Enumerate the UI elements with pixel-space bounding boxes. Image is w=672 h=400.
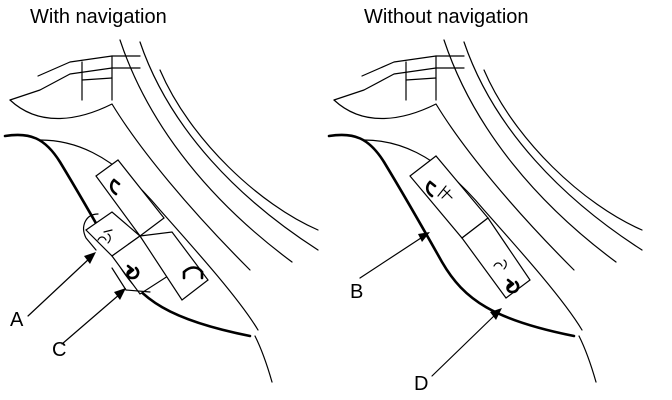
- pickup-button: [95, 159, 165, 237]
- callout-arrow-c: [61, 288, 126, 345]
- callout-arrow-d: [431, 308, 502, 377]
- dash-line-1-r: [361, 55, 465, 77]
- spoke-upper-edge-r: [363, 139, 583, 331]
- back-hangup-button: [461, 217, 531, 299]
- callout-label-b: B: [350, 281, 364, 303]
- phone-pickup-icon: [109, 178, 121, 196]
- callout-label-c: C: [52, 339, 67, 361]
- spoke-upper-edge: [39, 139, 259, 331]
- talk-button-bracket: [83, 213, 99, 251]
- rim-curve-4-r: [483, 69, 643, 231]
- spoke-tail-r: [578, 335, 597, 383]
- callout-label-d: D: [414, 373, 429, 395]
- rim-inner-curve: [9, 99, 251, 271]
- rim-curve-2: [119, 39, 293, 263]
- back-button-bracket: [111, 267, 151, 293]
- title-with-navigation: With navigation: [30, 6, 167, 28]
- phone-hangup-icon: [182, 266, 204, 280]
- dash-line-2-r: [333, 67, 465, 101]
- voice-talk-icon-r: [493, 259, 507, 270]
- rim-curve-4: [159, 69, 319, 231]
- back-icon: [126, 264, 140, 280]
- spoke-tail: [254, 335, 273, 383]
- rim-inner-curve-r: [333, 99, 575, 271]
- dash-line-2: [9, 67, 141, 101]
- phone-pickup-icon-r: [425, 180, 453, 199]
- left-steering-wheel: [3, 39, 319, 383]
- dash-line-1: [37, 55, 141, 77]
- dash-hline-r: [405, 77, 437, 81]
- rim-curve-2-r: [443, 39, 617, 263]
- callout-arrow-b: [359, 232, 430, 279]
- title-without-navigation: Without navigation: [364, 6, 529, 28]
- callout-arrow-a: [27, 252, 96, 317]
- voice-talk-icon: [97, 229, 113, 244]
- back-icon-r: [506, 278, 520, 294]
- dash-hline: [81, 77, 113, 81]
- hangup-button: [138, 231, 209, 301]
- callout-label-a: A: [10, 309, 24, 331]
- spoke-lower-edge-r: [327, 133, 576, 338]
- rim-curve-3: [139, 41, 319, 251]
- rim-curve-3-r: [463, 41, 643, 251]
- right-steering-wheel: [327, 39, 643, 383]
